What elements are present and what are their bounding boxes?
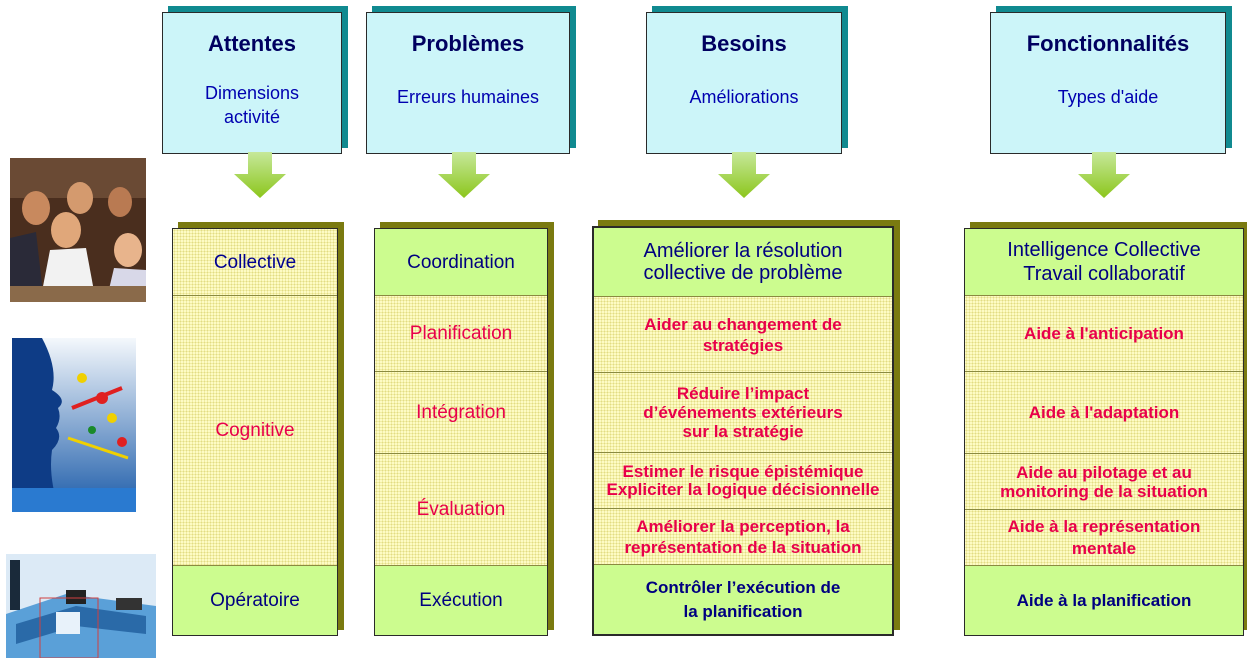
header-fonctionnalites: Fonctionnalités Types d'aide: [990, 12, 1226, 154]
control-room-photo: [6, 554, 156, 658]
cell-coordination: Coordination: [375, 229, 547, 295]
cell-controle: Contrôler l’exécution de la planificatio…: [594, 564, 892, 634]
cell-perception: Améliorer la perception, la représentati…: [594, 508, 892, 564]
cell-planification: Planification: [375, 295, 547, 371]
header-subtitle: Améliorations: [689, 87, 799, 107]
cell-label: Aider au changement de stratégies: [644, 314, 842, 355]
cell-label: Aide à l'anticipation: [1024, 324, 1184, 343]
header-attentes: Attentes Dimensions activité: [162, 12, 342, 154]
cell-intelligence: Intelligence Collective Travail collabor…: [965, 229, 1243, 295]
cell-label: Contrôler l’exécution de la planificatio…: [645, 577, 841, 621]
down-arrow-icon: [234, 152, 286, 198]
header-title: Besoins: [701, 31, 787, 56]
cell-label: Estimer le risque épistémique Expliciter…: [606, 461, 880, 499]
cell-operatoire: Opératoire: [173, 565, 337, 635]
cell-label: Aide au pilotage et au monitoring de la …: [1000, 462, 1208, 501]
cell-label: Intégration: [416, 402, 506, 423]
cell-cognitive: Cognitive: [173, 295, 337, 565]
cell-integration: Intégration: [375, 371, 547, 453]
cell-representation: Aide à la représentation mentale: [965, 509, 1243, 565]
cell-label: Cognitive: [215, 420, 295, 441]
cell-label: Aide à l'adaptation: [1028, 403, 1180, 422]
header-besoins: Besoins Améliorations: [646, 12, 842, 154]
header-title: Attentes: [207, 31, 296, 56]
cell-label: Planification: [409, 323, 513, 344]
column-fonctionnalites: Intelligence Collective Travail collabor…: [964, 228, 1244, 636]
header-title: Fonctionnalités: [1026, 31, 1190, 56]
cell-adaptation: Aide à l'adaptation: [965, 371, 1243, 453]
cell-label: Aide à la planification: [1016, 591, 1192, 610]
header-title: Problèmes: [411, 31, 525, 56]
cell-label: Collective: [213, 251, 297, 273]
team-meeting-photo: [10, 158, 146, 302]
column-attentes: Collective Cognitive Opératoire: [172, 228, 338, 636]
cell-execution: Exécution: [375, 565, 547, 635]
column-problemes: Coordination Planification Intégration É…: [374, 228, 548, 636]
down-arrow-icon: [438, 152, 490, 198]
header-subtitle: Erreurs humaines: [396, 87, 540, 107]
cell-strategies: Aider au changement de stratégies: [594, 296, 892, 372]
down-arrow-icon: [718, 152, 770, 198]
header-subtitle: Types d'aide: [1057, 87, 1159, 107]
header-subtitle: Dimensions activité: [204, 83, 300, 127]
cell-resolution: Améliorer la résolution collective de pr…: [594, 228, 892, 296]
cell-risque: Estimer le risque épistémique Expliciter…: [594, 452, 892, 508]
cell-evaluation: Évaluation: [375, 453, 547, 565]
cell-label: Intelligence Collective Travail collabor…: [1007, 239, 1201, 285]
down-arrow-icon: [1078, 152, 1130, 198]
cell-label: Aide à la représentation mentale: [1007, 516, 1201, 558]
cell-label: Opératoire: [210, 590, 300, 611]
cell-anticipation: Aide à l'anticipation: [965, 295, 1243, 371]
cell-collective: Collective: [173, 229, 337, 295]
cell-impact: Réduire l’impact d’événements extérieurs…: [594, 372, 892, 452]
cell-label: Améliorer la résolution collective de pr…: [643, 240, 843, 284]
cell-label: Coordination: [407, 251, 515, 273]
cell-label: Réduire l’impact d’événements extérieurs…: [643, 384, 843, 441]
abstract-face-photo: [12, 338, 136, 512]
column-besoins: Améliorer la résolution collective de pr…: [592, 226, 894, 636]
cell-aide-planification: Aide à la planification: [965, 565, 1243, 635]
cell-label: Évaluation: [416, 499, 506, 520]
cell-label: Améliorer la perception, la représentati…: [624, 516, 862, 557]
cell-label: Exécution: [419, 590, 503, 611]
header-problemes: Problèmes Erreurs humaines: [366, 12, 570, 154]
cell-pilotage: Aide au pilotage et au monitoring de la …: [965, 453, 1243, 509]
